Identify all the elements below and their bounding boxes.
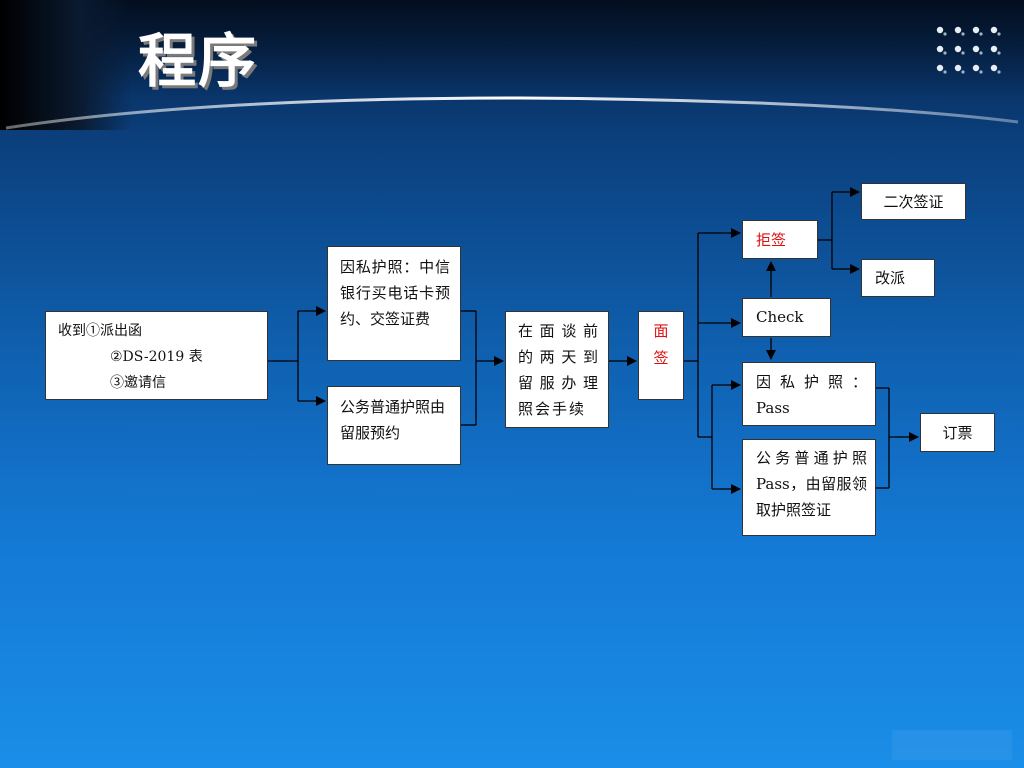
refused-text: 拒签 [756,231,787,249]
box-two-days-before: 在面谈前的两天到留服办理照会手续 [505,311,609,428]
official-pass-text: 公务普通护照 Pass，由留服领取护照签证 [756,449,867,519]
receive-line-3: ③邀请信 [110,375,166,391]
box-refused: 拒签 [742,220,818,259]
interview-text: 面签 [653,322,669,367]
header-arc-divider [5,96,1019,130]
box-reassign: 改派 [861,259,935,297]
box-check: Check [742,298,831,337]
slide-title: 程序 [138,27,259,95]
receive-line-1: 收到①派出函 [58,323,142,339]
box-private-passport: 因私护照：中信银行买电话卡预约、交签证费 [327,246,461,361]
box-second-visa: 二次签证 [861,183,966,220]
receive-line-2: ②DS-2019 表 [110,349,203,365]
box-official-pass: 公务普通护照 Pass，由留服领取护照签证 [742,439,876,536]
box-receive-documents: 收到①派出函 ②DS-2019 表 ③邀请信 [45,311,268,400]
box-book-ticket: 订票 [920,413,995,452]
official-passport-text: 公务普通护照由留服预约 [340,398,446,442]
header-shade [0,0,1024,96]
private-passport-text: 因私护照：中信银行买电话卡预约、交签证费 [340,258,450,328]
reassign-text: 改派 [875,269,906,287]
box-interview: 面签 [638,311,684,400]
book-ticket-text: 订票 [942,424,973,442]
box-official-passport: 公务普通护照由留服预约 [327,386,461,465]
box-private-pass: 因 私 护 照 ：Pass [742,362,876,426]
private-pass-text: 因 私 护 照 ：Pass [756,373,867,417]
two-days-before-text: 在面谈前的两天到留服办理照会手续 [518,322,600,418]
faint-corner-mark [892,730,1012,760]
corner-shade [0,0,132,130]
second-visa-text: 二次签证 [883,193,944,211]
check-text: Check [756,308,804,326]
dots-decoration-icon [936,26,1001,74]
